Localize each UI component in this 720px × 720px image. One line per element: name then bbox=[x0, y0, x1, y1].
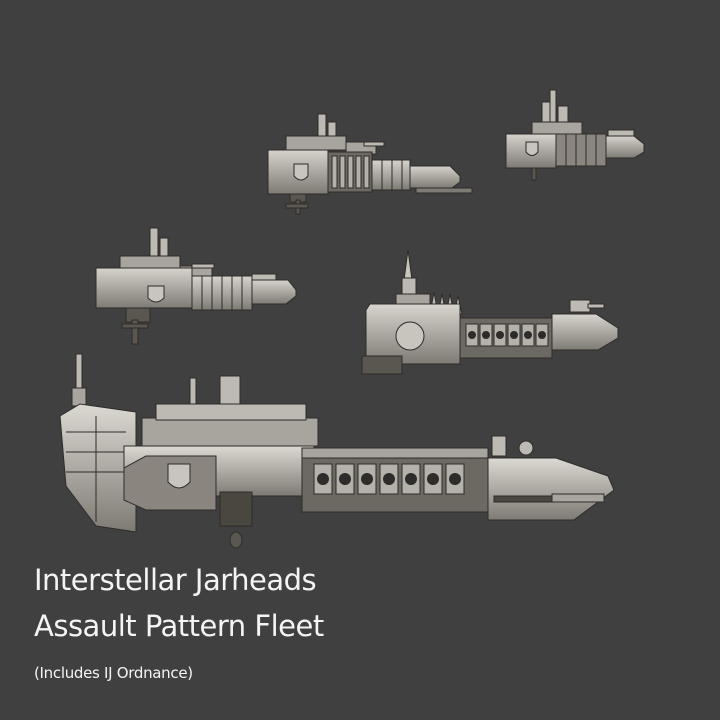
cruiser-middle-left bbox=[92, 226, 302, 348]
fleet-title-line2: Assault Pattern Fleet bbox=[34, 609, 324, 643]
cruiser-top-middle bbox=[266, 112, 476, 217]
escort-top-right bbox=[504, 86, 649, 181]
grand-cruiser-middle-right bbox=[360, 248, 628, 376]
fleet-title-line1: Interstellar Jarheads bbox=[34, 563, 317, 597]
battleship-bottom bbox=[56, 352, 622, 552]
fleet-subtitle: (Includes IJ Ordnance) bbox=[34, 664, 193, 682]
